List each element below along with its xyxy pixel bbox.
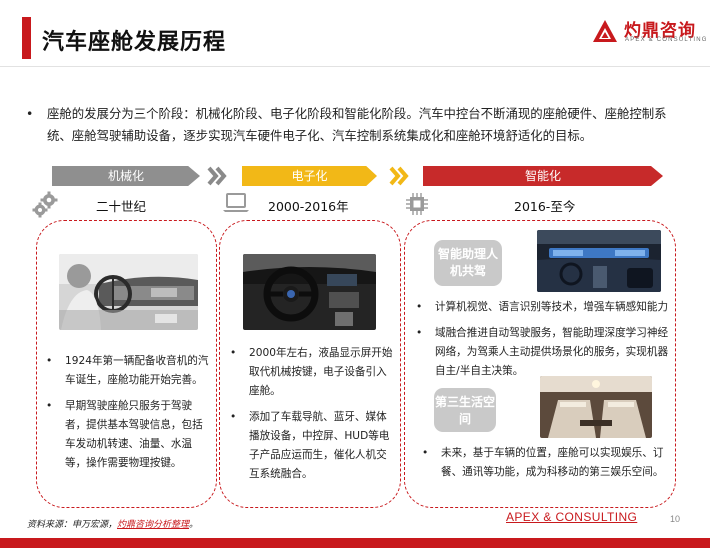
company-logo: 灼鼎咨询 APEX & CONSULTING — [592, 16, 706, 46]
logo-text-en: APEX & CONSULTING — [625, 37, 708, 43]
chip-icon — [406, 193, 428, 215]
footer-brand: APEX & CONSULTING — [506, 510, 638, 524]
bullets-mechanical: •1924年第一辆配备收音机的汽车诞生，座舱功能开始完善。 •早期驾驶座舱只服务… — [46, 352, 212, 480]
stage-arrow-mechanical: 机械化 — [52, 166, 200, 186]
stage-panel-mechanical — [36, 220, 217, 508]
stage-arrow-electronic: 电子化 — [242, 166, 377, 186]
laptop-icon — [223, 193, 249, 212]
double-chevron-icon — [389, 166, 409, 186]
period-mechanical: 二十世纪 — [96, 199, 147, 214]
page-number: 10 — [670, 514, 681, 524]
title-accent-bar — [22, 17, 31, 59]
page-title: 汽车座舱发展历程 — [42, 30, 227, 55]
list-item: •1924年第一辆配备收音机的汽车诞生，座舱功能开始完善。 — [46, 355, 209, 386]
smart-cockpit-photo — [537, 230, 661, 292]
list-item: •2000年左右，液晶显示屏开始取代机械按键，电子设备引入座舱。 — [230, 347, 393, 397]
stage-panel-intelligent — [404, 220, 676, 508]
bullets-electronic: •2000年左右，液晶显示屏开始取代机械按键，电子设备引入座舱。 •添加了车载导… — [230, 344, 395, 491]
list-item: •未来，基于车辆的位置，座舱可以实现娱乐、订餐、通讯等功能，成为科移动的第三娱乐… — [422, 447, 664, 478]
stage-arrow-intelligent: 智能化 — [423, 166, 663, 186]
logo-triangle-icon — [593, 20, 617, 42]
list-item: •域融合推进自动驾驶服务，智能助理深度学习神经网络，为驾乘人主动提供场景化的服务… — [416, 327, 669, 377]
bullets-intelligent-a: •计算机视觉、语言识别等技术，增强车辆感知能力 •域融合推进自动驾驶服务，智能助… — [416, 298, 674, 388]
tag-smart-assistant: 智能助理人机共驾 — [434, 240, 502, 286]
intro-text: 座舱的发展分为三个阶段：机械化阶段、电子化阶段和智能化阶段。汽车中控台不断涌现的… — [47, 106, 667, 143]
gears-icon — [32, 191, 58, 218]
period-intelligent: 2016-至今 — [514, 199, 576, 214]
bmw-dashboard-photo — [243, 254, 376, 330]
source-highlight: 灼鼎咨询分析整理 — [117, 520, 190, 530]
header-divider — [0, 66, 710, 67]
list-item: •早期驾驶座舱只服务于驾驶者，提供基本驾驶信息，包括车发动机转速、油量、水温等，… — [46, 400, 203, 469]
logo-text-cn: 灼鼎咨询 — [624, 21, 696, 41]
tag-third-living-space: 第三生活空间 — [434, 388, 496, 432]
bullets-intelligent-b: •未来，基于车辆的位置，座舱可以实现娱乐、订餐、通讯等功能，成为科移动的第三娱乐… — [422, 444, 676, 489]
vintage-car-interior-photo — [59, 254, 198, 330]
luxury-cabin-photo — [540, 376, 652, 438]
list-item: •添加了车载导航、蓝牙、媒体播放设备，中控屏、HUD等电子产品应运而生，催化人机… — [230, 411, 390, 480]
double-chevron-icon — [207, 166, 227, 186]
footer-accent-bar — [0, 538, 710, 548]
intro-paragraph: • 座舱的发展分为三个阶段：机械化阶段、电子化阶段和智能化阶段。汽车中控台不断涌… — [26, 103, 676, 147]
source-note: 资料来源：申万宏源，灼鼎咨询分析整理。 — [27, 520, 199, 530]
intro-bullet: • — [26, 106, 34, 121]
list-item: •计算机视觉、语言识别等技术，增强车辆感知能力 — [416, 301, 669, 313]
stage-panel-electronic — [219, 220, 401, 508]
period-electronic: 2000-2016年 — [268, 199, 349, 214]
